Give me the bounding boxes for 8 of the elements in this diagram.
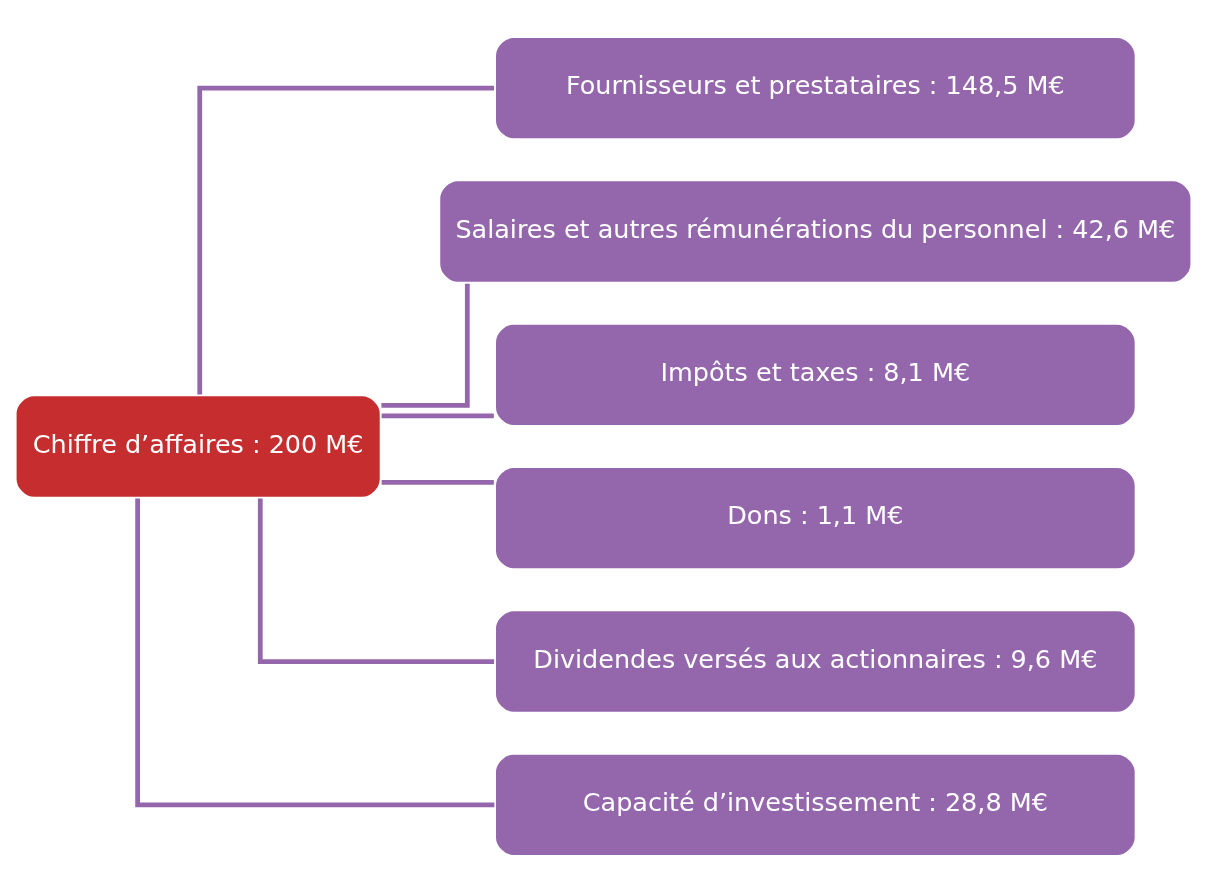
connector (381, 413, 494, 419)
connector (257, 498, 495, 664)
connector (381, 283, 470, 408)
connector (381, 479, 494, 485)
node-box: Chiffre d’affaires : 200 M€ (13, 393, 383, 500)
connector (135, 498, 495, 808)
node-box: Salaires et autres rémunérations du personnel : 42,6 M€ (437, 178, 1194, 285)
connector (197, 85, 494, 395)
